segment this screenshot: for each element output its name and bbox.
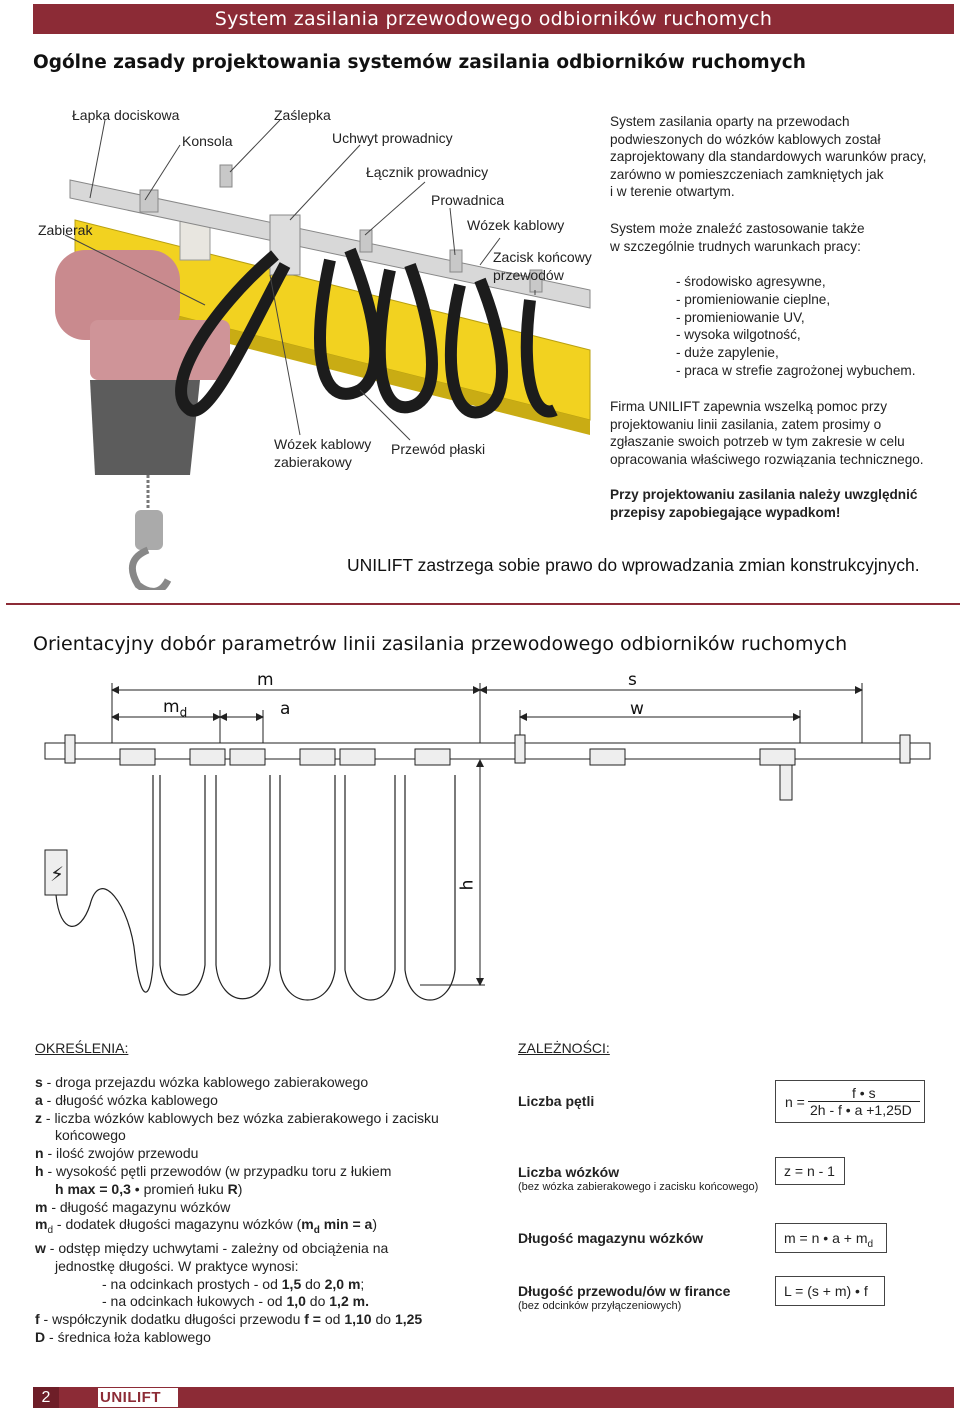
definition-item: - na odcinkach prostych - od 1,5 do 2,0 … [102,1275,365,1292]
dep-sub-cable: (bez odcinków przyłączeniowych) [518,1300,682,1312]
dim-s: s [628,670,637,690]
hoist-motor [55,250,180,340]
formula-loops: n = f • s 2h - f • a +1,25D [775,1080,925,1123]
footer-bar [33,1387,954,1408]
list-item: - praca w strefie zagrożonej wybuchem. [676,362,916,378]
hoist-bag [90,380,200,475]
unilift-logo: UNILIFT [98,1388,178,1407]
dim-m: m [257,670,274,690]
page-number: 2 [33,1387,59,1408]
header-banner [33,4,954,34]
dependencies-heading: ZALEŻNOŚCI: [518,1040,610,1056]
dim-w: w [630,699,644,719]
definition-item: md - dodatek długości magazynu wózków (m… [35,1216,378,1237]
definitions-heading: OKREŚLENIA: [35,1040,129,1056]
section1-title: Ogólne zasady projektowania systemów zas… [33,52,806,73]
definition-item: h max = 0,3 • promień łuku R) [55,1180,243,1197]
dep-sub-trolleys: (bez wózka zabierakowego i zacisku końco… [518,1181,759,1193]
definition-item: n - ilość zwojów przewodu [35,1145,199,1162]
label-uchwyt: Uchwyt prowadnicy [332,130,453,146]
dim-a: a [280,699,291,719]
list-item: - duże zapylenie, [676,345,779,361]
formula-magazine: m = n • a + md [775,1223,887,1253]
definition-item: a - długość wózka kablowego [35,1091,218,1108]
formula-trolleys: z = n - 1 [775,1157,845,1185]
hook-block [135,510,163,550]
definition-item: f - współczynik dodatku długości przewod… [35,1311,423,1328]
dim-md: md [163,697,188,720]
label-prowadnica: Prowadnica [431,192,505,208]
header-title: System zasilania przewodowego odbiornikó… [214,8,773,30]
definition-item: D - średnica łoża kablowego [35,1328,211,1345]
list-item: - promieniowanie cieplne, [676,291,831,307]
label-zacisk-2: przewodów [493,267,564,283]
label-zabierak: Zabierak [38,222,93,238]
notice-text: UNILIFT zastrzega sobie prawo do wprowad… [347,555,920,575]
definition-item: m - długość magazynu wózków [35,1198,231,1215]
warning-text: Przy projektowaniu zasilania należy uwzg… [610,487,918,520]
svg-text:⚡: ⚡ [50,862,64,886]
definition-item: z - liczba wózków kablowych bez wózka za… [35,1109,439,1126]
dep-title-magazine: Długość magazynu wózków [518,1230,704,1246]
dim-h: h [457,879,478,891]
section2-title: Orientacyjny dobór parametrów linii zasi… [33,633,848,655]
list-item: - środowisko agresywne, [676,274,826,289]
list-item: - wysoka wilgotność, [676,327,801,343]
formula-cable: L = (s + m) • f [775,1276,885,1306]
label-zaslepka: Zaślepka [274,107,331,123]
label-lacznik: Łącznik prowadnicy [366,164,489,180]
definition-item: jednostkę długości. W praktyce wynosi: [55,1257,299,1274]
definition-item: w - odstęp między uchwytami - zależny od… [35,1239,389,1256]
dep-title-loops: Liczba pętli [518,1093,595,1109]
rail-shape [69,179,591,309]
label-wozek: Wózek kablowy [467,217,565,233]
technical-diagram: ⚡ [44,683,931,1001]
hook [128,546,172,590]
dep-title-cable: Długość przewodu/ów w firance [518,1283,731,1299]
section-divider [6,603,960,605]
paragraph-3: Firma UNILIFT zapewnia wszelką pomoc prz… [610,399,924,467]
label-konsola: Konsola [182,133,233,149]
label-zacisk: Zacisk końcowy [493,249,592,265]
label-wozek-zab: Wózek kablowy [274,436,372,452]
product-illustration [55,119,591,590]
dep-title-trolleys: Liczba wózków [518,1164,620,1180]
definition-item: końcowego [55,1127,126,1144]
label-wozek-zab-2: zabierakowy [274,454,352,470]
definitions-list: s - droga przejazdu wózka kablowego zabi… [35,1074,439,1347]
hoist-body [90,320,230,380]
label-lapka: Łapka dociskowa [72,107,180,123]
label-przewod: Przewód płaski [391,441,486,457]
list-item: - promieniowanie UV, [676,309,805,325]
definition-item: h - wysokość pętli przewodów (w przypadk… [35,1162,392,1179]
conditions-list: - środowisko agresywne, - promieniowanie… [676,273,916,380]
definition-item: - na odcinkach łukowych - od 1,0 do 1,2 … [102,1293,369,1310]
definition-item: s - droga przejazdu wózka kablowego zabi… [35,1074,369,1090]
